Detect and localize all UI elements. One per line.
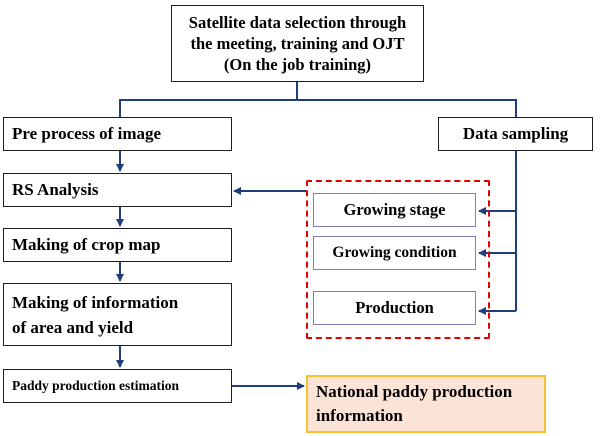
branch-connector-right	[297, 99, 517, 117]
growing-condition-label: Growing condition	[332, 244, 457, 261]
production-box: Production	[313, 291, 476, 325]
national-production-box: National paddy production information	[306, 375, 546, 433]
growing-condition-box: Growing condition	[313, 236, 476, 270]
paddy-estimation-label: Paddy production estimation	[12, 378, 180, 393]
data-sampling-label: Data sampling	[462, 124, 569, 143]
rs-analysis-label: RS Analysis	[12, 180, 99, 199]
pre-process-label: Pre process of image	[12, 124, 162, 143]
growing-stage-box: Growing stage	[313, 193, 476, 227]
branch-connector	[119, 82, 298, 117]
title-line-2: the meeting, training and OJT	[190, 34, 405, 53]
title-line-3: (On the job training)	[223, 55, 372, 74]
area-yield-info-box: Making of information of area and yield	[3, 283, 232, 346]
national-line-1: National paddy production	[316, 382, 513, 401]
production-label: Production	[355, 298, 434, 317]
crop-map-label: Making of crop map	[12, 235, 161, 254]
paddy-estimation-box: Paddy production estimation	[3, 369, 232, 403]
info-line-1: Making of information	[12, 292, 179, 312]
pre-process-box: Pre process of image	[3, 117, 232, 151]
data-sampling-box: Data sampling	[438, 117, 593, 151]
growing-stage-label: Growing stage	[343, 200, 446, 219]
national-line-2: information	[316, 406, 403, 425]
rs-analysis-box: RS Analysis	[3, 173, 232, 207]
sampling-group-frame	[306, 180, 490, 339]
title-line-1: Satellite data selection through	[188, 13, 407, 32]
satellite-selection-box: Satellite data selection through the mee…	[171, 5, 424, 82]
info-line-2: of area and yield	[12, 317, 134, 337]
crop-map-box: Making of crop map	[3, 228, 232, 262]
